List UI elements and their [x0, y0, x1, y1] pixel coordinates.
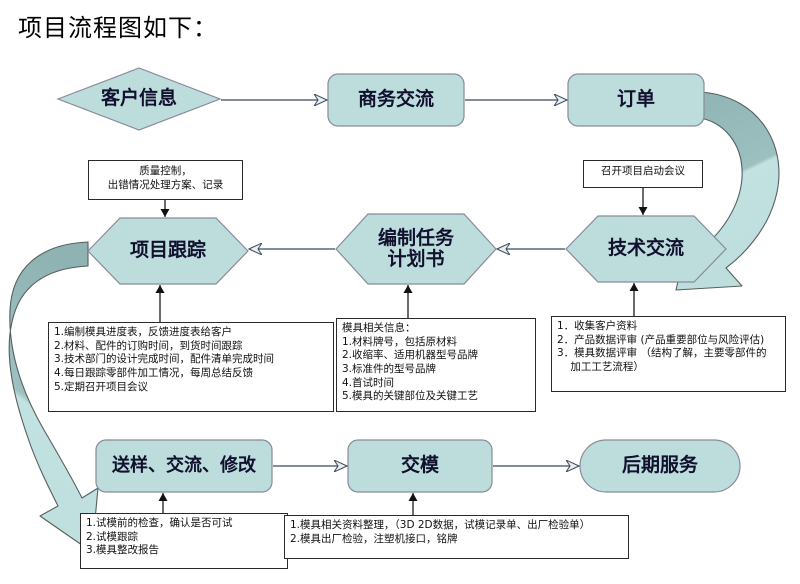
note-line: 3.技术部门的设计完成时间，配件清单完成时间 [54, 353, 275, 366]
note-line: 质量控制， [139, 165, 192, 177]
shape-tech-comm[interactable] [565, 215, 727, 283]
shape-order[interactable] [567, 73, 705, 127]
note-quality-control: 质量控制，出错情况处理方案、记录 [88, 160, 243, 200]
node-label-project-track[interactable]: 项目跟踪 [129, 239, 206, 262]
page-title: 项目流程图如下： [18, 14, 218, 42]
note-line: 模具相关信息： [342, 322, 416, 334]
note-line: 5.定期召开项目会议 [54, 380, 149, 393]
node-label-business-comm[interactable]: 商务交流 [357, 88, 434, 111]
node-label-mold-delivery[interactable]: 交模 [400, 454, 439, 477]
shape-business-comm[interactable] [327, 73, 465, 127]
note-line: 1．收集客户资料 [557, 320, 638, 332]
note-line: 召开项目启动会议 [601, 165, 685, 177]
note-line: 加工工艺流程） [557, 360, 644, 373]
note-line: 3．模具数据评审 （结构了解，主要零部件的 [557, 347, 767, 360]
note-line: 1.试模前的检查，确认是否可试 [86, 517, 233, 529]
note-line: 2.收缩率、适用机器型号品牌 [342, 349, 479, 362]
note-delivery: 1.模具相关资料整理，（3D 2D数据，试模记录单、出厂检验单）2.模具出厂检验… [284, 515, 629, 559]
node-label-customer-info[interactable]: 客户信息 [100, 87, 177, 110]
note-line: 1.模具相关资料整理，（3D 2D数据，试模记录单、出厂检验单） [290, 519, 591, 531]
node-label-sample-modify[interactable]: 送样、交流、修改 [112, 454, 256, 476]
node-label-task-plan[interactable]: 编制任务 计划书 [377, 226, 454, 270]
note-line: 2.材料、配件的订购时间，到货时间跟踪 [54, 339, 243, 352]
node-label-after-service[interactable]: 后期服务 [621, 454, 698, 477]
shape-customer-info[interactable] [56, 67, 222, 131]
node-label-tech-comm[interactable]: 技术交流 [607, 237, 684, 260]
shape-mold-delivery[interactable] [347, 439, 493, 493]
note-line: 2.试模跟踪 [86, 530, 139, 543]
note-kickoff-meeting: 召开项目启动会议 [583, 160, 703, 188]
note-line: 2.模具出厂检验，注塑机接口，铭牌 [290, 532, 458, 545]
note-line: 1.材料牌号，包括原材料 [342, 335, 458, 348]
note-line: 2．产品数据评审 (产品重要部位与风险评估) [557, 333, 765, 346]
note-line: 3.模具整改报告 [86, 544, 160, 557]
note-line: 5.模具的关键部位及关键工艺 [342, 390, 479, 403]
note-line: 4.首试时间 [342, 376, 395, 389]
note-line: 4.每日跟踪零部件加工情况，每周总结反馈 [54, 366, 254, 379]
shape-after-service[interactable] [579, 439, 741, 493]
node-label-order[interactable]: 订单 [616, 88, 655, 111]
note-line: 3.标准件的型号品牌 [342, 362, 437, 375]
note-line: 1.编制模具进度表，反馈进度表给客户 [54, 326, 233, 338]
note-line: 出错情况处理方案、记录 [107, 178, 224, 191]
connector-order-to-tech [675, 91, 780, 291]
shape-sample-modify[interactable] [95, 439, 273, 493]
